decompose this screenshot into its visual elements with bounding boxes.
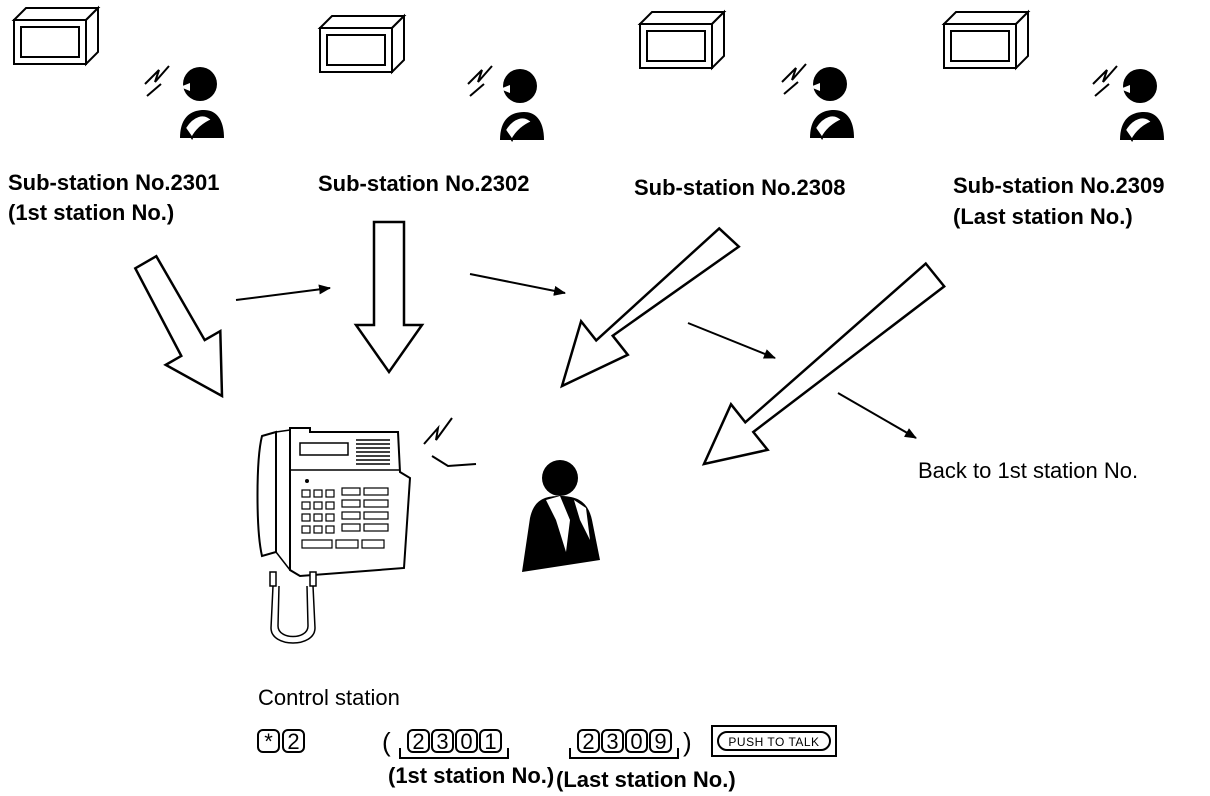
- station-label: Sub-station No.2302: [318, 171, 529, 196]
- sequence-arrow: [687, 322, 776, 359]
- voice-icon: [1092, 65, 1118, 97]
- voice-icon: [467, 65, 493, 97]
- svg-text:2: 2: [287, 729, 299, 754]
- open-paren: (: [382, 727, 391, 757]
- person-icon: [809, 66, 855, 139]
- person-icon: [1119, 68, 1165, 141]
- station-note: (Last station No.): [953, 204, 1133, 229]
- digit-key: 9: [654, 729, 666, 754]
- back-label: Back to 1st station No.: [918, 458, 1138, 483]
- station-label: Sub-station No.2308: [634, 175, 845, 200]
- speaker-icon: [13, 7, 99, 65]
- sequence-arrow: [235, 284, 331, 301]
- digit-key: 3: [606, 729, 618, 754]
- digit-key: 3: [436, 729, 448, 754]
- svg-text:PUSH TO TALK: PUSH TO TALK: [728, 735, 819, 749]
- last-station-keys: 2 3 0 9: [569, 729, 679, 759]
- sequence-arrow: [469, 273, 566, 296]
- digit-key: 2: [582, 729, 594, 754]
- voice-icon: [431, 455, 477, 468]
- voice-icon: [423, 417, 453, 445]
- station-note: (1st station No.): [8, 200, 174, 225]
- voice-icon: [781, 63, 807, 95]
- speaker-icon: [639, 11, 725, 69]
- operator-icon: [522, 460, 600, 572]
- last-station-caption: (Last station No.): [556, 767, 736, 792]
- digit-key: 0: [630, 729, 642, 754]
- call-arrow: [353, 220, 425, 375]
- digit-key: 1: [484, 729, 496, 754]
- first-station-caption: (1st station No.): [388, 763, 554, 788]
- control-station-icon: [256, 427, 412, 644]
- digit-key: 0: [460, 729, 472, 754]
- digit-key: 2: [412, 729, 424, 754]
- station-label: Sub-station No.2309: [953, 173, 1164, 198]
- svg-text:*: *: [264, 729, 273, 754]
- push-to-talk-key: PUSH TO TALK: [711, 725, 837, 757]
- close-paren: ): [683, 727, 692, 757]
- person-icon: [499, 68, 545, 141]
- voice-icon: [144, 65, 170, 97]
- speaker-icon: [319, 15, 405, 73]
- digit-key: 2: [282, 729, 305, 754]
- sequence-arrow: [837, 392, 917, 439]
- call-arrow: [560, 226, 741, 389]
- call-arrow: [701, 261, 946, 466]
- speaker-icon: [943, 11, 1029, 69]
- first-station-keys: 2 3 0 1: [399, 729, 509, 759]
- person-icon: [179, 66, 225, 139]
- control-station-label: Control station: [258, 685, 400, 710]
- call-arrow: [133, 254, 224, 399]
- star-key: *: [257, 729, 280, 754]
- station-label: Sub-station No.2301: [8, 170, 219, 195]
